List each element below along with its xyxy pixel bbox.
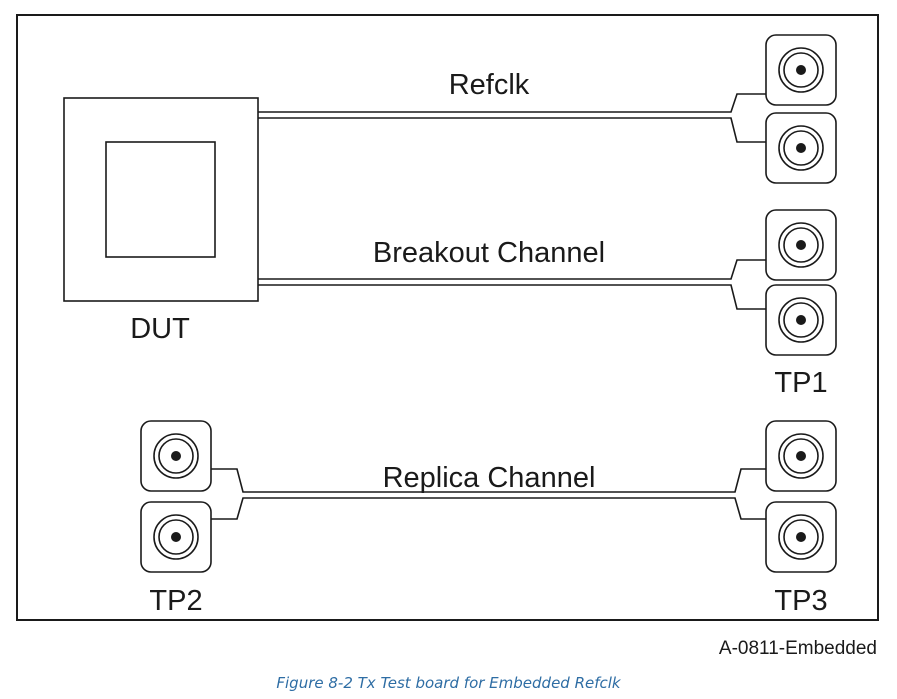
label-replica-channel: Replica Channel xyxy=(383,462,596,494)
sma-connector xyxy=(765,34,837,106)
label-dut: DUT xyxy=(130,313,190,345)
dut-package xyxy=(63,97,259,302)
board-outline xyxy=(16,14,879,621)
figure-id: A-0811-Embedded xyxy=(719,638,877,659)
sma-connector xyxy=(765,501,837,573)
sma-connector xyxy=(765,112,837,184)
sma-connector xyxy=(140,501,212,573)
figure-caption: Figure 8-2 Tx Test board for Embedded Re… xyxy=(276,674,621,692)
label-tp2: TP2 xyxy=(149,585,202,617)
sma-connector xyxy=(765,284,837,356)
replica-channel-traces xyxy=(211,468,766,520)
breakout-channel-traces xyxy=(258,259,766,310)
sma-connector xyxy=(765,420,837,492)
sma-connector xyxy=(140,420,212,492)
label-tp3: TP3 xyxy=(774,585,827,617)
sma-connector xyxy=(765,209,837,281)
label-tp1: TP1 xyxy=(774,367,827,399)
refclk-traces xyxy=(258,93,766,143)
label-breakout-channel: Breakout Channel xyxy=(373,237,605,269)
dut-die xyxy=(105,141,216,258)
label-refclk: Refclk xyxy=(449,69,530,101)
